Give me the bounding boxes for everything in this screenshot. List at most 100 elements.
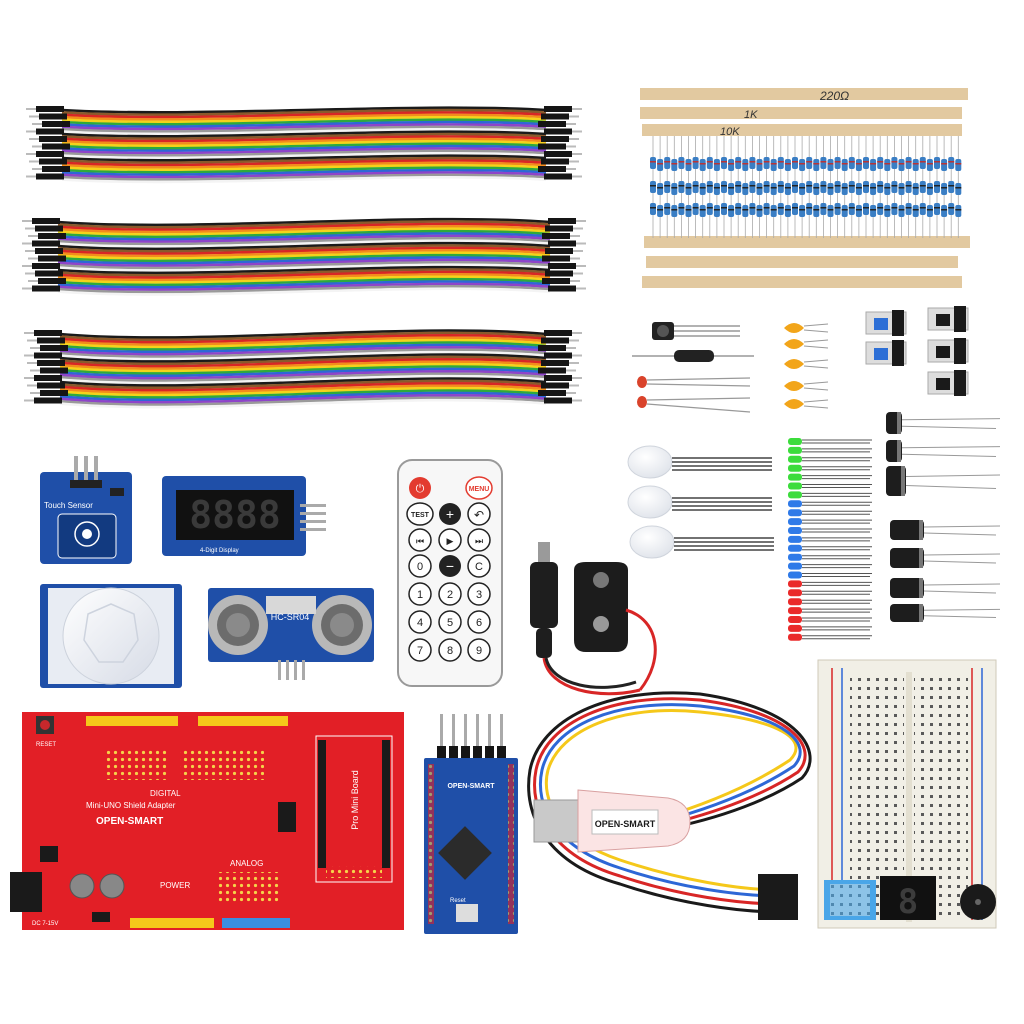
resistor-band (848, 161, 855, 163)
resistor-body (756, 183, 763, 195)
wire-connector-left (42, 121, 70, 127)
resistor-band (692, 207, 699, 209)
resistor-band (799, 187, 806, 189)
photoresistors (637, 376, 751, 413)
wire-pin-left (26, 153, 36, 155)
jumper-wire (59, 329, 547, 339)
resistor-body (848, 157, 855, 169)
remote-key: C (467, 554, 491, 578)
capacitor-lead (923, 532, 997, 536)
jumper-wire (59, 334, 547, 344)
resistor-body (713, 159, 720, 171)
resistor-band (692, 161, 699, 163)
wire-pin-right (569, 362, 579, 364)
resistor-body (728, 205, 735, 217)
jumper-wire (59, 382, 547, 392)
remote-key-label: 9 (476, 645, 482, 657)
header-power (130, 918, 214, 928)
resistor-band (948, 207, 955, 209)
capacitor-lead (901, 453, 997, 457)
resistor-band (912, 187, 919, 189)
wire-pin-right (576, 220, 586, 222)
resistor-tape-bottom-2 (646, 256, 958, 268)
jumper-wire (57, 237, 551, 246)
resistor-band (713, 187, 720, 189)
resistor-band (848, 185, 855, 187)
remote-key-label: 0 (417, 561, 423, 573)
resistor-band (848, 207, 855, 209)
resistor-body (813, 183, 820, 195)
resistor-body (834, 181, 841, 193)
resistor-body (692, 203, 699, 215)
jumper-wire (57, 222, 551, 231)
resistor-band (841, 209, 848, 211)
jumper-wire (57, 280, 551, 289)
jumper-wire (61, 130, 547, 138)
wire-connector-right (542, 233, 570, 239)
resistor-band (912, 163, 919, 165)
resistor-body (905, 157, 912, 169)
jumper-wire (57, 227, 551, 236)
resistor-band (891, 185, 898, 187)
remote-test-button (406, 502, 434, 526)
jumper-wire (57, 287, 551, 296)
pro-mini-reset-button (456, 904, 478, 922)
resistor-body (692, 157, 699, 169)
wire-pin-right (572, 399, 582, 402)
resistor-band (941, 209, 948, 211)
wire-pin-left (27, 384, 37, 387)
wire-connector-left (36, 151, 64, 157)
jumper-wire (61, 147, 547, 155)
resistor-body (799, 183, 806, 195)
jumper-wire (59, 394, 547, 404)
pro-mini-socket-right (382, 740, 390, 868)
led (788, 562, 802, 570)
capacitor-lead (803, 365, 829, 369)
wire-pin-left (32, 168, 42, 170)
jumper-wire (57, 234, 551, 243)
remote-key-label: 7 (417, 645, 423, 657)
resistor-body (870, 205, 877, 217)
capacitor-lead (905, 485, 997, 489)
wire-connector-left (32, 263, 60, 269)
resistor-tape-bottom-1 (644, 236, 970, 248)
resistor-band (926, 209, 933, 211)
jumper-wire (61, 175, 547, 184)
wire-connector-left (42, 143, 70, 150)
9v-battery-clip (574, 562, 657, 691)
jumper-wire (57, 263, 551, 272)
touch-sensor-module: Touch Sensor (40, 456, 132, 564)
resistor-body (728, 159, 735, 171)
remote-key-button (438, 638, 462, 662)
wire-pin-left (22, 220, 32, 222)
resistor-body (955, 205, 962, 217)
resistor-band (834, 185, 841, 187)
switch-cap (954, 306, 966, 332)
remote-key-button (467, 610, 491, 634)
resistor-band (685, 163, 692, 165)
resistor-tape-top-1 (640, 88, 968, 100)
wire-pin-right (572, 332, 582, 334)
proto-area-right (180, 750, 264, 780)
header-pin-base (485, 746, 494, 758)
resistor-band (671, 209, 678, 211)
wire-connector-right (542, 255, 570, 262)
wire-connector-left (36, 128, 64, 135)
resistor-band (834, 207, 841, 209)
capacitor-lead (803, 323, 829, 327)
resistor-band (813, 163, 820, 165)
resistor-label-220: 220Ω (819, 89, 849, 103)
wire-connector-right (538, 345, 566, 351)
resistor-body (742, 159, 749, 171)
wire-pin-left (24, 399, 34, 402)
led (788, 518, 802, 526)
usb-plug (533, 799, 583, 843)
resistor-body (827, 205, 834, 217)
resistor-band (657, 187, 664, 189)
resistor-band (784, 209, 791, 211)
resistor-band (699, 187, 706, 189)
resistor-body (749, 157, 756, 169)
switch-actuator (874, 348, 888, 360)
resistor-body (721, 157, 727, 169)
